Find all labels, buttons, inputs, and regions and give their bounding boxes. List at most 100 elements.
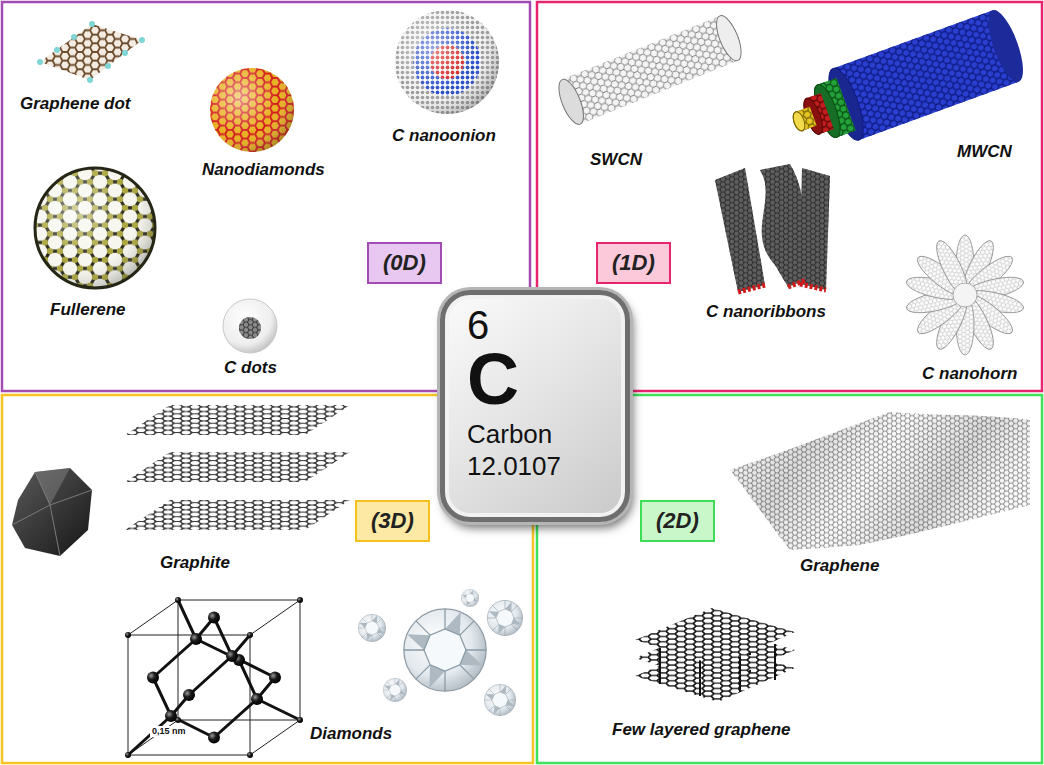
swcn-figure: [562, 16, 738, 124]
item-label: Graphene dot: [20, 94, 131, 114]
diamond-cell-figure: [175, 597, 181, 603]
diamond-cell-figure: [189, 618, 275, 696]
item-label: Fullerene: [50, 300, 126, 320]
item-label: C nanohorn: [922, 364, 1017, 384]
nanodiamond-figure: [210, 68, 294, 152]
nanoribbon-figure: [715, 164, 830, 292]
nanodiamond-figure: [210, 68, 294, 152]
dimension-label: 0,15 nm: [150, 726, 188, 737]
dimension-text: (1D): [612, 250, 655, 276]
dimension-text: (0D): [383, 250, 426, 276]
diamond-cell-figure: [251, 693, 263, 705]
fullerene-figure: [35, 168, 155, 288]
graphene-sheet-figure: [730, 412, 1030, 550]
element-tile: 6C Carbon12.0107: [440, 290, 630, 522]
nanoribbon-figure: [715, 168, 765, 292]
diamond-gems-figure: [404, 609, 486, 691]
diamond-cell-figure: [128, 600, 300, 755]
nanohorn-figure: [905, 235, 1026, 355]
diamond-cell-figure: [153, 600, 239, 678]
diamond-cell-figure: [147, 672, 159, 684]
few-layer-graphene-figure: [635, 608, 795, 666]
diamond-cell-figure: [297, 717, 303, 723]
swcn-figure: [711, 13, 746, 64]
graphene-dot-figure: [139, 37, 145, 43]
item-label: Nanodiamonds: [202, 160, 325, 180]
atomic-number: 6: [467, 305, 603, 345]
nanoonion-figure: [395, 10, 499, 114]
graphene-dot-figure: [37, 59, 43, 65]
atomic-mass: 12.0107: [467, 451, 603, 482]
mwcn-figure: [982, 6, 1031, 86]
nanoribbon-figure: [738, 280, 826, 292]
graphite-figure: [125, 452, 350, 482]
dimension-text: (3D): [371, 508, 414, 534]
dimension-tag: (0D): [367, 242, 442, 284]
graphene-dot-figure: [40, 24, 142, 80]
graphene-dot-figure: [54, 47, 60, 53]
graphene-dot-figure: [71, 34, 77, 40]
nanoribbon-figure: [788, 280, 806, 287]
element-symbol: C: [467, 345, 603, 413]
carbon-dot-figure: [239, 317, 261, 339]
diamond-cell-figure: [128, 678, 214, 756]
graphite-figure: [125, 405, 350, 435]
graphene-dot-figure: [105, 63, 111, 69]
dimension-text: (2D): [656, 508, 699, 534]
diamond-cell-figure: [165, 710, 177, 722]
diamond-gems-figure: [487, 600, 522, 635]
nanoribbon-figure: [800, 168, 830, 290]
diamond-gems-figure: [461, 589, 479, 607]
few-layer-graphene-figure: [635, 608, 795, 666]
item-label: Graphene: [800, 556, 879, 576]
diamond-cell-figure: [128, 635, 250, 755]
diamond-gems-figure: [358, 589, 522, 716]
diamond-cell-figure: [297, 597, 303, 603]
nanoribbon-figure: [738, 285, 765, 292]
graphite-figure: [125, 405, 350, 530]
nanoribbon-figure: [800, 284, 826, 290]
graphene-sheet-figure: [730, 412, 1030, 550]
graphene-dot-figure: [87, 77, 93, 83]
nanoonion-figure: [395, 10, 499, 114]
nanoribbon-figure: [800, 168, 830, 290]
nanoribbon-figure: [760, 164, 806, 287]
diamond-cell-figure: [226, 650, 238, 662]
item-label: C nanoribbons: [706, 302, 826, 322]
mwcn-figure: [781, 6, 1030, 158]
element-name: Carbon: [467, 419, 603, 450]
diamond-gems-figure: [484, 684, 515, 715]
graphene-dot-figure: [37, 21, 145, 83]
dimension-tag: (2D): [640, 500, 715, 542]
diamond-cell-figure: [183, 689, 195, 701]
diamond-cell-figure: [247, 632, 253, 638]
diamond-cell-figure: [125, 597, 303, 758]
diamond-cell-figure: [128, 600, 300, 755]
nanoonion-figure: [395, 10, 499, 114]
diamond-gems-figure: [383, 678, 407, 702]
nanoribbon-figure: [715, 168, 765, 292]
item-label: C dots: [224, 358, 277, 378]
nanohorn-figure: [953, 283, 977, 307]
item-label: C nanoonion: [392, 126, 496, 146]
mwcn-figure: [791, 110, 807, 132]
diamond-cell-figure: [125, 752, 131, 758]
graphene-sheet-figure: [730, 412, 1030, 550]
diamond-cell-figure: [190, 633, 202, 645]
carbon-dot-figure: [239, 317, 261, 339]
nanodiamond-figure: [210, 68, 294, 152]
item-label: MWCN: [957, 142, 1012, 162]
diamond-cell-figure: [128, 600, 300, 755]
dimension-tag: (1D): [596, 242, 671, 284]
graphene-sheet-figure: [730, 412, 1030, 550]
nanodiamond-figure: [210, 68, 294, 152]
diamond-cell-figure: [178, 600, 300, 720]
carbon-dot-figure: [223, 299, 277, 353]
fullerene-figure: [35, 168, 155, 288]
few-layer-graphene-figure: [635, 608, 795, 702]
diamond-gems-figure: [358, 614, 385, 641]
graphene-dot-figure: [40, 24, 142, 80]
coal-figure: [35, 468, 70, 505]
diamond-cell-figure: [269, 672, 281, 684]
